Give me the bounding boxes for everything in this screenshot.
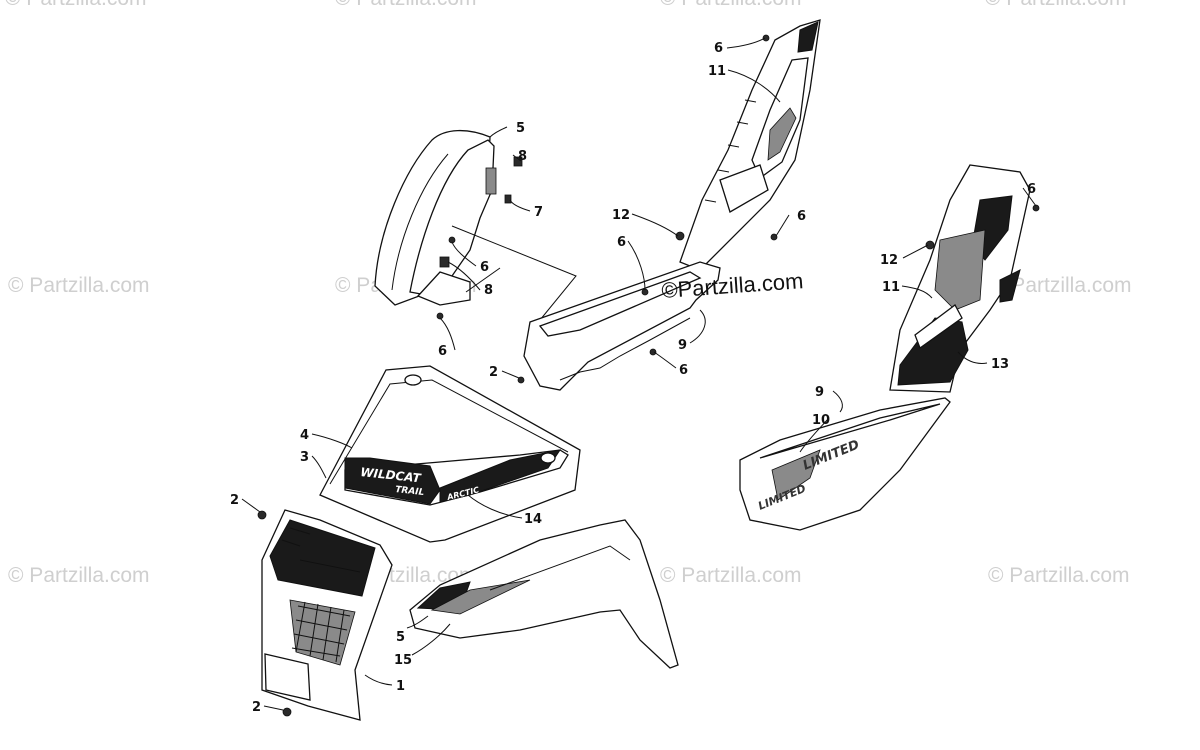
- callout-14: 14: [524, 512, 542, 527]
- callout-7: 7: [534, 205, 543, 220]
- callout-15: 15: [394, 653, 412, 668]
- watermark-top-3: © Partzilla.com: [660, 0, 802, 10]
- callout-6-panel-right: 6: [797, 209, 806, 224]
- callout-6-top: 6: [714, 41, 723, 56]
- part-lower-side-panel-right: LIMITED LIMITED: [739, 397, 951, 531]
- callout-5-upper: 5: [516, 121, 525, 136]
- leader-lines: [241, 37, 1037, 711]
- watermark-mid-1: © Partzilla.com: [8, 274, 150, 297]
- callout-11-right: 11: [882, 280, 900, 295]
- watermark-bot-3: © Partzilla.com: [660, 564, 802, 587]
- callout-5-lower: 5: [396, 630, 405, 645]
- hardware: [257, 34, 1040, 717]
- callout-8-lower: 8: [484, 283, 493, 298]
- callout-4: 4: [300, 428, 309, 443]
- callout-6-shield: 6: [480, 260, 489, 275]
- callout-1: 1: [396, 679, 405, 694]
- callout-9-upper: 9: [678, 338, 687, 353]
- assembly-line-1: [451, 225, 577, 321]
- watermark-bot-1: © Partzilla.com: [8, 564, 150, 587]
- part-hood: WILDCAT TRAIL ARCTIC: [319, 365, 581, 543]
- part-front-fender: [409, 519, 679, 669]
- callout-6-bracket: 6: [438, 344, 447, 359]
- callout-3: 3: [300, 450, 309, 465]
- callout-6-floor: 6: [679, 363, 688, 378]
- hood-decal-secondary: TRAIL: [395, 485, 425, 498]
- callout-6-panel-left: 6: [617, 235, 626, 250]
- callout-2-floor: 2: [489, 365, 498, 380]
- watermark-mid-4: © Partzilla.com: [990, 274, 1132, 297]
- callout-2-grille-top: 2: [230, 493, 239, 508]
- part-floor-panel-upper: [523, 261, 721, 391]
- callout-6-right: 6: [1027, 182, 1036, 197]
- callout-11-upper: 11: [708, 64, 726, 79]
- callout-9-right: 9: [815, 385, 824, 400]
- watermark-top-4: © Partzilla.com: [985, 0, 1127, 10]
- part-side-shield-upper: [374, 129, 497, 306]
- watermark-bot-4: © Partzilla.com: [988, 564, 1130, 587]
- part-side-panel-right: [889, 164, 1031, 393]
- assembly-line-2: [465, 267, 501, 293]
- watermark-top-1: © Partzilla.com: [5, 0, 147, 10]
- watermark-top-2: © Partzilla.com: [335, 0, 477, 10]
- part-console-panel-upper: [679, 19, 821, 271]
- callout-2-grille-bottom: 2: [252, 700, 261, 715]
- callout-12-right: 12: [880, 253, 898, 268]
- callout-12-upper: 12: [612, 208, 630, 223]
- hood-decal-primary: WILDCAT: [360, 465, 422, 485]
- part-front-grille: [261, 509, 393, 721]
- callout-10: 10: [812, 413, 830, 428]
- callouts: 5 8 7 6 8 6 6 11 6 12 6 9 6 2 6 12 11 13…: [230, 41, 1036, 715]
- callout-8-upper: 8: [518, 149, 527, 164]
- callout-13: 13: [991, 357, 1009, 372]
